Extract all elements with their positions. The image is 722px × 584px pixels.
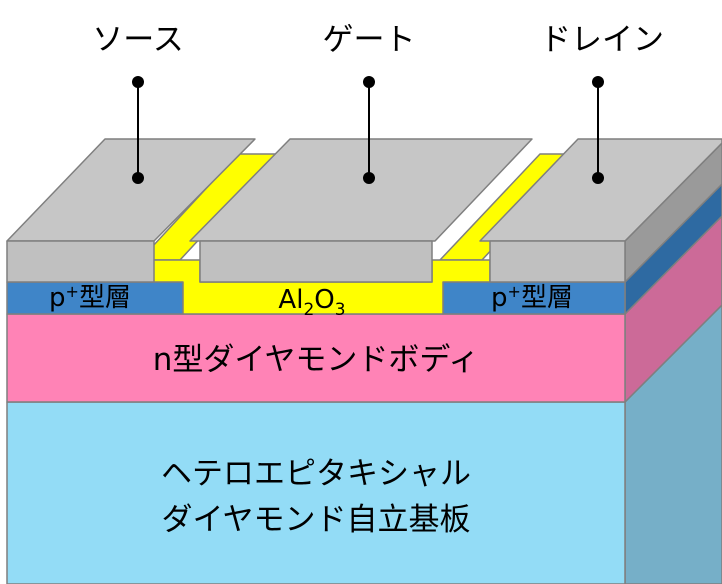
p-plus-left-front bbox=[6, 281, 184, 315]
drain-top-dot bbox=[592, 76, 604, 88]
gate-contact-dot bbox=[363, 172, 375, 184]
substrate-label-line1: ヘテロエピタキシャル bbox=[161, 456, 471, 492]
gate-top-dot bbox=[363, 76, 375, 88]
source-front bbox=[6, 240, 155, 283]
drain-contact-dot bbox=[592, 172, 604, 184]
gate-front bbox=[199, 240, 433, 283]
substrate-front bbox=[6, 401, 626, 584]
substrate-label-line2: ダイヤモンド自立基板 bbox=[161, 502, 470, 538]
p-plus-right-front bbox=[442, 281, 626, 315]
source-contact-dot bbox=[132, 172, 144, 184]
n-body-label: n型ダイヤモンドボディ bbox=[153, 342, 480, 378]
drain-front bbox=[489, 240, 626, 283]
source-top-dot bbox=[132, 76, 144, 88]
p-plus-left-label: p+型層 bbox=[49, 282, 131, 313]
p-plus-right-label: p+型層 bbox=[491, 282, 573, 313]
gate-label: ゲート bbox=[323, 22, 416, 58]
n-body-front bbox=[6, 313, 626, 403]
source-label: ソース bbox=[92, 22, 183, 58]
oxide-label: Al2O3 bbox=[278, 285, 345, 320]
drain-label: ドレイン bbox=[540, 22, 664, 58]
